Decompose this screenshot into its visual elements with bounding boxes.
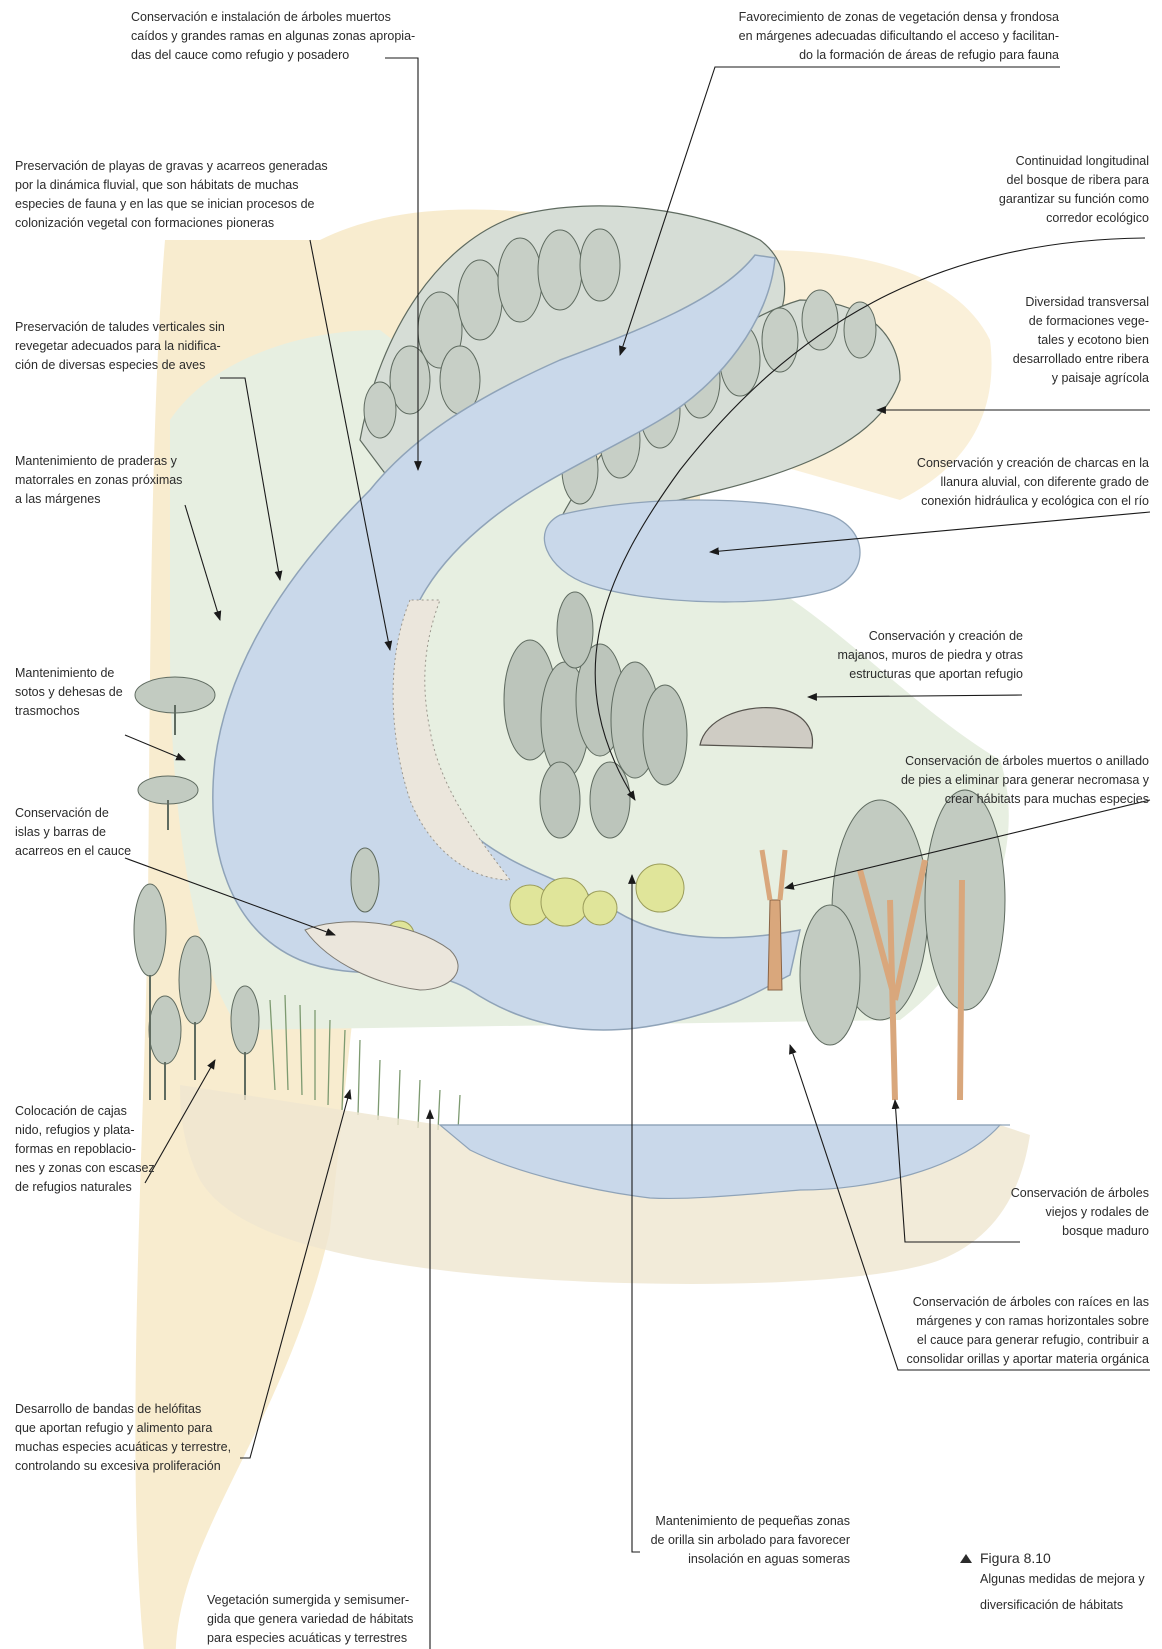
callout-line: de refugios naturales (15, 1178, 155, 1197)
callout-line: crear hábitats para muchas especies (901, 790, 1149, 809)
callout-line: Mantenimiento de (15, 664, 123, 683)
callout-line: formas en repoblacio- (15, 1140, 155, 1159)
callout-line: Preservación de taludes verticales sin (15, 318, 225, 337)
callout-ponds: Conservación y creación de charcas en la… (917, 454, 1149, 511)
figure-heading: Figura 8.10 (960, 1550, 1145, 1566)
callout-line: que aportan refugio y alimento para (15, 1419, 231, 1438)
callout-groves-pastures: Mantenimiento desotos y dehesas detrasmo… (15, 664, 123, 721)
callout-line: de pies a eliminar para generar necromas… (901, 771, 1149, 790)
figure-label: Figura 8.10 (980, 1550, 1051, 1566)
callout-line: llanura aluvial, con diferente grado de (917, 473, 1149, 492)
callout-line: el cauce para generar refugio, contribui… (907, 1331, 1149, 1350)
callout-line: márgenes y con ramas horizontales sobre (907, 1312, 1149, 1331)
callout-line: controlando su excesiva proliferación (15, 1457, 231, 1476)
triangle-icon (960, 1554, 972, 1563)
callout-dense-vegetation: Favorecimiento de zonas de vegetación de… (739, 8, 1059, 65)
callout-line: caídos y grandes ramas en algunas zonas … (131, 27, 415, 46)
callout-line: desarrollado entre ribera (1013, 350, 1149, 369)
callout-line: conexión hidráulica y ecológica con el r… (917, 492, 1149, 511)
callout-helophytes: Desarrollo de bandas de helófitasque apo… (15, 1400, 231, 1476)
callout-line: trasmochos (15, 702, 123, 721)
callout-line: do la formación de áreas de refugio para… (739, 46, 1059, 65)
callout-line: para especies acuáticas y terrestres (207, 1629, 413, 1648)
callout-line: Colocación de cajas (15, 1102, 155, 1121)
callout-line: en márgenes adecuadas dificultando el ac… (739, 27, 1059, 46)
callout-line: muchas especies acuáticas y terrestre, (15, 1438, 231, 1457)
callout-meadows-scrub: Mantenimiento de praderas ymatorrales en… (15, 452, 182, 509)
callout-line: bosque maduro (1011, 1222, 1149, 1241)
callout-line: islas y barras de (15, 823, 131, 842)
callout-line: del bosque de ribera para (999, 171, 1149, 190)
callout-line: insolación en aguas someras (651, 1550, 850, 1569)
callout-line: majanos, muros de piedra y otras (837, 646, 1023, 665)
callout-line: Mantenimiento de pequeñas zonas (651, 1512, 850, 1531)
callout-line: tales y ecotono bien (1013, 331, 1149, 350)
figure-caption: Figura 8.10 Algunas medidas de mejora y … (960, 1550, 1145, 1618)
callout-line: acarreos en el cauce (15, 842, 131, 861)
callout-stone-structures: Conservación y creación demajanos, muros… (837, 627, 1023, 684)
callout-line: gida que genera variedad de hábitats (207, 1610, 413, 1629)
callout-line: revegetar adecuados para la nidifica- (15, 337, 225, 356)
callout-line: Conservación y creación de charcas en la (917, 454, 1149, 473)
callout-dead-trees-channel: Conservación e instalación de árboles mu… (131, 8, 415, 65)
callout-line: Continuidad longitudinal (999, 152, 1149, 171)
callout-dead-standing-trees: Conservación de árboles muertos o anilla… (901, 752, 1149, 809)
callout-gravel-beaches: Preservación de playas de gravas y acarr… (15, 157, 328, 233)
callout-line: corredor ecológico (999, 209, 1149, 228)
callout-line: Mantenimiento de praderas y (15, 452, 182, 471)
callout-line: Conservación de (15, 804, 131, 823)
callout-transversal-diversity: Diversidad transversalde formaciones veg… (1013, 293, 1149, 388)
callout-vertical-slopes: Preservación de taludes verticales sinre… (15, 318, 225, 375)
callout-line: garantizar su función como (999, 190, 1149, 209)
callout-line: sotos y dehesas de (15, 683, 123, 702)
callout-line: colonización vegetal con formaciones pio… (15, 214, 328, 233)
callout-line: estructuras que aportan refugio (837, 665, 1023, 684)
callout-line: nes y zonas con escasez (15, 1159, 155, 1178)
callout-line: das del cauce como refugio y posadero (131, 46, 415, 65)
callout-line: consolidar orillas y aportar materia org… (907, 1350, 1149, 1369)
callout-line: de formaciones vege- (1013, 312, 1149, 331)
callout-islands-bars: Conservación deislas y barras deacarreos… (15, 804, 131, 861)
callout-line: nido, refugios y plata- (15, 1121, 155, 1140)
callout-old-trees: Conservación de árbolesviejos y rodales … (1011, 1184, 1149, 1241)
callout-line: Conservación de árboles con raíces en la… (907, 1293, 1149, 1312)
callout-line: Conservación e instalación de árboles mu… (131, 8, 415, 27)
callout-line: Preservación de playas de gravas y acarr… (15, 157, 328, 176)
callout-submerged-vegetation: Vegetación sumergida y semisumer-gida qu… (207, 1591, 413, 1648)
figure-caption-line-2: diversificación de hábitats (980, 1592, 1145, 1618)
callout-line: por la dinámica fluvial, que son hábitat… (15, 176, 328, 195)
callout-line: Conservación de árboles muertos o anilla… (901, 752, 1149, 771)
callout-line: Favorecimiento de zonas de vegetación de… (739, 8, 1059, 27)
callout-line: de orilla sin arbolado para favorecer (651, 1531, 850, 1550)
callout-line: ción de diversas especies de aves (15, 356, 225, 375)
callout-line: Conservación y creación de (837, 627, 1023, 646)
figure-caption-line-1: Algunas medidas de mejora y (980, 1566, 1145, 1592)
callout-line: matorrales en zonas próximas (15, 471, 182, 490)
callout-line: Conservación de árboles (1011, 1184, 1149, 1203)
callout-longitudinal-continuity: Continuidad longitudinaldel bosque de ri… (999, 152, 1149, 228)
callout-line: Vegetación sumergida y semisumer- (207, 1591, 413, 1610)
callout-unwooded-shore: Mantenimiento de pequeñas zonasde orilla… (651, 1512, 850, 1569)
callout-nest-boxes: Colocación de cajasnido, refugios y plat… (15, 1102, 155, 1197)
callout-line: viejos y rodales de (1011, 1203, 1149, 1222)
callout-line: a las márgenes (15, 490, 182, 509)
callout-line: y paisaje agrícola (1013, 369, 1149, 388)
callout-line: especies de fauna y en las que se inicia… (15, 195, 328, 214)
callout-root-trees: Conservación de árboles con raíces en la… (907, 1293, 1149, 1369)
callout-line: Diversidad transversal (1013, 293, 1149, 312)
callout-line: Desarrollo de bandas de helófitas (15, 1400, 231, 1419)
